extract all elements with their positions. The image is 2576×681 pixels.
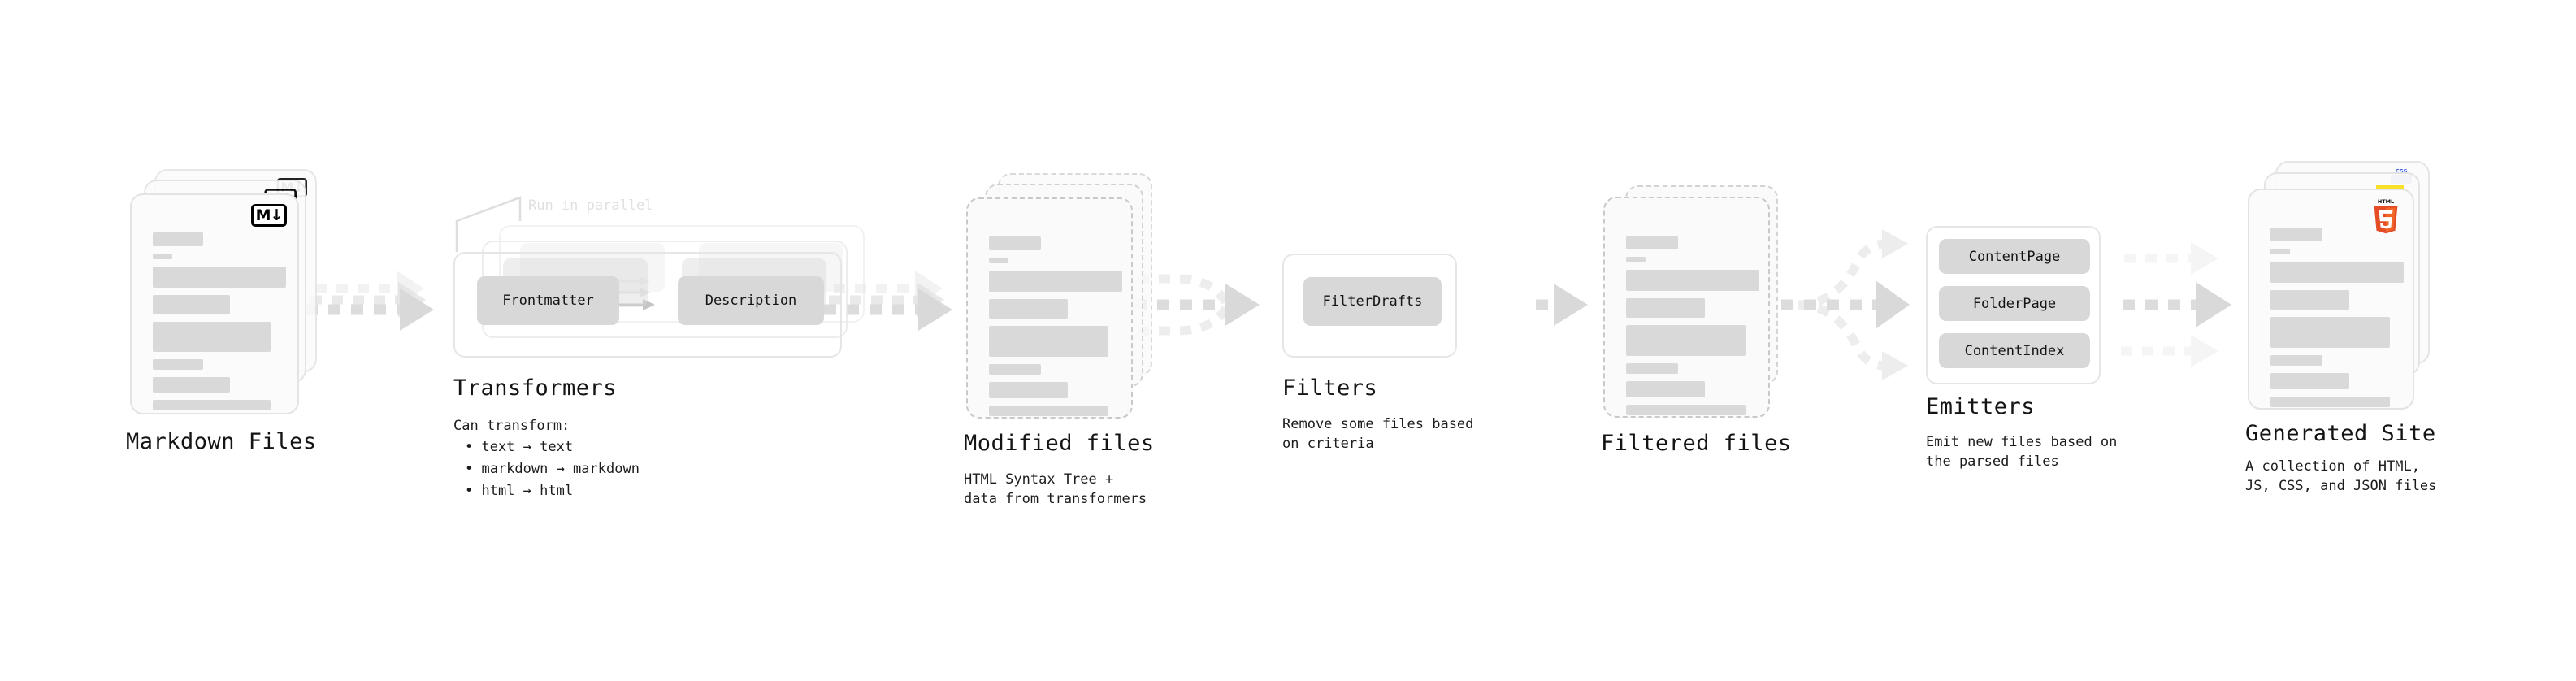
arrow-modified-to-filters <box>1134 274 1260 336</box>
svg-text:HTML: HTML <box>2378 198 2394 205</box>
modified-card-front <box>966 197 1133 419</box>
site-card-front: HTML <box>2248 189 2414 410</box>
document-placeholder-lines <box>153 232 286 418</box>
filtered-files-title: Filtered files <box>1601 431 1792 456</box>
transformer-card-front: Frontmatter Description <box>453 252 842 358</box>
transformers-title: Transformers <box>453 375 618 401</box>
emitter-pill-folderpage[interactable]: FolderPage <box>1939 286 2090 321</box>
filters-title: Filters <box>1282 375 1378 401</box>
markdown-card-front: M↓ <box>130 193 299 414</box>
html5-badge: HTML <box>2374 198 2398 234</box>
run-in-parallel-label: Run in parallel <box>528 197 653 214</box>
modified-files-title: Modified files <box>964 431 1155 456</box>
emitters-subtitle: Emit new files based on the parsed files <box>1926 434 2118 470</box>
transformers-bullet-1: • markdown → markdown <box>465 461 640 477</box>
transformers-bullet-0: • text → text <box>465 439 574 455</box>
emitters-box: ContentPage FolderPage ContentIndex <box>1926 226 2101 384</box>
document-placeholder-lines <box>2270 228 2404 414</box>
arrow-markdown-to-transformers <box>306 271 434 331</box>
modified-files-subtitle: HTML Syntax Tree + data from transformer… <box>964 471 1147 507</box>
filters-box: FilterDrafts <box>1282 254 1457 358</box>
transformer-pill-description-front[interactable]: Description <box>678 276 824 325</box>
document-placeholder-lines <box>1626 236 1759 423</box>
arrow-filtered-to-emitters <box>1781 229 1910 380</box>
transformer-pill-frontmatter-front[interactable]: Frontmatter <box>477 276 619 325</box>
transformers-subtitle: Can transform: <box>453 418 570 434</box>
emitter-pill-contentindex[interactable]: ContentIndex <box>1939 333 2090 368</box>
filtered-card-front <box>1603 197 1770 418</box>
filter-pill-filterdrafts[interactable]: FilterDrafts <box>1303 277 1442 326</box>
document-placeholder-lines <box>989 236 1122 423</box>
emitters-title: Emitters <box>1926 394 2036 419</box>
markdown-files-title: Markdown Files <box>126 429 317 454</box>
arrow-filters-to-filtered <box>1536 284 1588 326</box>
emitter-pill-contentpage[interactable]: ContentPage <box>1939 239 2090 274</box>
arrow-emitters-to-site <box>2121 242 2231 367</box>
filters-subtitle: Remove some files based on criteria <box>1282 416 1474 452</box>
generated-site-title: Generated Site <box>2245 421 2436 446</box>
generated-site-subtitle: A collection of HTML, JS, CSS, and JSON … <box>2245 458 2437 494</box>
transformers-bullet-2: • html → html <box>465 483 574 499</box>
markdown-badge-front: M↓ <box>251 204 287 227</box>
